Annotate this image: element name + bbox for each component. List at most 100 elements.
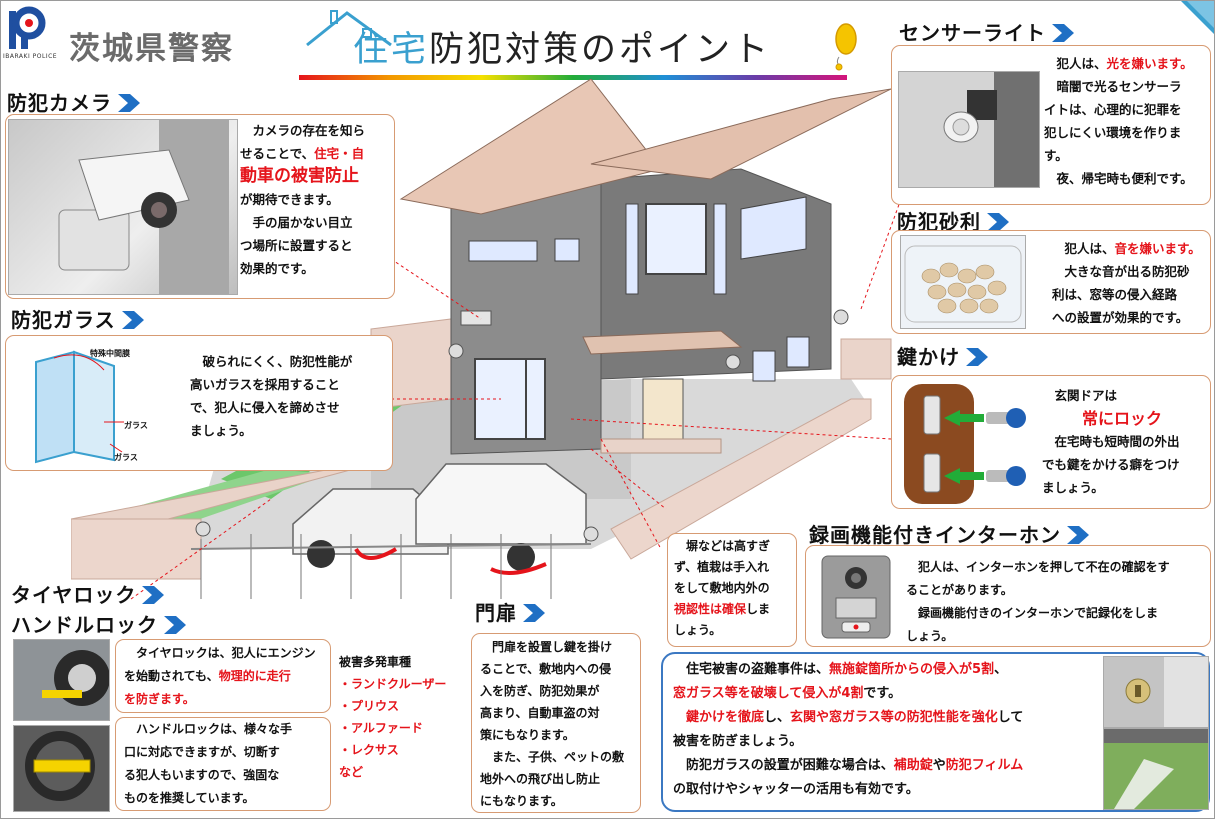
- chevron-right-icon: [1052, 24, 1074, 42]
- camera-line: 効果的です。: [240, 261, 314, 276]
- tire-lock-highlight: を防ぎます。: [124, 692, 195, 706]
- victim-car-item: ・プリウス: [339, 699, 400, 713]
- tire-lock-heading-text: タイヤロック: [11, 583, 137, 607]
- glass-line: 破られにくく、防犯性能が: [202, 354, 353, 369]
- camera-line: せることで、: [240, 146, 315, 161]
- lock-text: 玄関ドアは 常にロック 在宅時も短時間の外出 でも鍵をかける癖をつけ ましょう。: [1042, 384, 1208, 499]
- gate-text: 門扉を設置し鍵を掛け ることで、敷地内への侵 入を防ぎ、防犯効果が 高まり、自動…: [480, 636, 640, 812]
- auxiliary-lock-photo: [1103, 656, 1209, 728]
- house-outline-icon: [303, 7, 393, 67]
- summary-text: 住宅被害の盗難事件は、無施錠箇所からの侵入が5割、 窓ガラス等を破壊して侵入が4…: [673, 658, 1103, 802]
- sensor-heading: センサーライト: [899, 17, 1074, 46]
- lock-line: 玄関ドアは: [1054, 388, 1118, 403]
- balloon-icon: [829, 21, 859, 73]
- handle-lock-card: ハンドルロックは、様々な手 口に対応できますが、切断す る犯人もいますので、強固…: [115, 717, 331, 811]
- sensor-line: 犯しにくい環境を作りま: [1044, 125, 1182, 140]
- summary-line: や: [932, 758, 946, 773]
- gate-line: 入を防ぎ、防犯効果が: [480, 684, 600, 698]
- fence-text: 塀などは高すぎ ず、植栽は手入れ をして敷地内外の 視認性は確保しま しょう。: [674, 536, 796, 641]
- tire-lock-card: タイヤロックは、犯人にエンジン を始動されても、物理的に走行 を防ぎます。: [115, 639, 331, 713]
- gate-heading-text: 門扉: [475, 601, 517, 625]
- tire-lock-heading: タイヤロック: [11, 579, 165, 608]
- tire-lock-line: を始動されても、: [124, 669, 219, 683]
- title-rainbow-underline: [299, 75, 847, 80]
- camera-line: カメラの存在を知ら: [252, 123, 366, 138]
- tire-lock-text: タイヤロックは、犯人にエンジン を始動されても、物理的に走行 を防ぎます。: [124, 642, 330, 711]
- lock-line: 在宅時も短時間の外出: [1054, 434, 1180, 449]
- tire-lock-photo: [13, 639, 110, 721]
- summary-highlight: 補助錠: [893, 758, 933, 773]
- glass-diagram: [14, 342, 174, 466]
- gate-card: 門扉を設置し鍵を掛け ることで、敷地内への侵 入を防ぎ、防犯効果が 高まり、自動…: [471, 633, 641, 813]
- sensor-line: 犯人は、: [1056, 56, 1107, 71]
- camera-highlight: 動車の被害防止: [240, 166, 359, 186]
- handle-lock-heading: ハンドルロック: [11, 609, 186, 638]
- camera-heading: 防犯カメラ: [7, 87, 140, 116]
- camera-line: が期待できます。: [240, 192, 339, 207]
- glass-line: ましょう。: [190, 423, 252, 438]
- camera-line: 手の届かない目立: [252, 215, 353, 230]
- summary-card: 住宅被害の盗難事件は、無施錠箇所からの侵入が5割、 窓ガラス等を破壊して侵入が4…: [661, 652, 1210, 812]
- door-lock-illustration: [904, 384, 1032, 504]
- sensor-line: す。: [1044, 148, 1068, 163]
- sensor-highlight: 光を嫌います。: [1106, 56, 1193, 71]
- glass-line: で、犯人に侵入を諦めさせ: [190, 400, 340, 415]
- gravel-highlight: 音を嫌います。: [1114, 241, 1201, 256]
- lock-heading-text: 鍵かけ: [897, 345, 960, 369]
- fence-line: 塀などは高すぎ: [686, 539, 771, 553]
- lock-card: 玄関ドアは 常にロック 在宅時も短時間の外出 でも鍵をかける癖をつけ ましょう。: [891, 375, 1211, 509]
- sensor-line: 夜、帰宅時も便利です。: [1056, 171, 1193, 186]
- fence-line: ず、植栽は手入れ: [674, 560, 770, 574]
- gravel-text: 犯人は、音を嫌います。 大きな音が出る防犯砂 利は、窓等の侵入経路 への設置が効…: [1052, 237, 1208, 329]
- gravel-line: 犯人は、: [1064, 241, 1115, 256]
- intercom-line: しょう。: [906, 629, 954, 643]
- intercom-card: 犯人は、インターホンを押して不在の確認をす ることがあります。 録画機能付きのイ…: [805, 545, 1211, 647]
- victim-car-item: など: [339, 765, 364, 779]
- chevron-right-icon: [523, 604, 545, 622]
- summary-line: の取付けやシャッターの活用も有効です。: [673, 782, 919, 797]
- gate-line: ることで、敷地内への侵: [480, 662, 612, 676]
- intercom-heading-text: 録画機能付きインターホン: [809, 523, 1061, 547]
- chevron-right-icon: [118, 94, 140, 112]
- handle-lock-line: る犯人もいますので、強固な: [124, 768, 280, 782]
- handle-lock-line: 口に対応できますが、切断す: [124, 745, 280, 759]
- summary-line: し、: [764, 710, 791, 725]
- glass-film-label: 特殊中間膜: [90, 349, 130, 358]
- fence-line: しま: [746, 602, 771, 616]
- gate-line: にもなります。: [480, 794, 563, 808]
- handle-lock-line: ものを推奨しています。: [124, 791, 255, 805]
- title-highlight: 住宅: [353, 30, 430, 70]
- gravel-card: 犯人は、音を嫌います。 大きな音が出る防犯砂 利は、窓等の侵入経路 への設置が効…: [891, 230, 1211, 334]
- intercom-line: 犯人は、インターホンを押して不在の確認をす: [918, 560, 1170, 574]
- intercom-device-icon: [820, 554, 892, 640]
- chevron-right-icon: [966, 348, 988, 366]
- handle-lock-heading-text: ハンドルロック: [11, 613, 158, 637]
- page-title: 住宅防犯対策のポイント: [353, 21, 771, 72]
- chevron-right-icon: [987, 213, 1009, 231]
- summary-line: です。: [863, 686, 902, 701]
- summary-line: 被害を防ぎましょう。: [673, 734, 803, 749]
- org-name: 茨城県警察: [69, 31, 234, 67]
- fence-card: 塀などは高すぎ ず、植栽は手入れ をして敷地内外の 視認性は確保しま しょう。: [667, 533, 797, 647]
- handle-lock-line: ハンドルロックは、様々な手: [136, 722, 293, 736]
- summary-highlight: 防犯フィルム: [945, 758, 1024, 773]
- tire-lock-line: タイヤロックは、犯人にエンジン: [136, 646, 316, 660]
- intercom-text: 犯人は、インターホンを押して不在の確認をす ることがあります。 録画機能付きのイ…: [906, 556, 1206, 648]
- gravel-photo: [900, 235, 1026, 329]
- victim-car-title: 被害多発車種: [339, 655, 412, 669]
- chevron-right-icon: [1067, 526, 1089, 544]
- gravel-line: 利は、窓等の侵入経路: [1052, 287, 1178, 302]
- camera-photo: [8, 119, 238, 295]
- gate-line: 門扉を設置し鍵を掛け: [492, 640, 613, 654]
- summary-highlight: 鍵かけを徹底: [686, 710, 765, 725]
- camera-heading-text: 防犯カメラ: [7, 91, 112, 115]
- fence-line: しょう。: [674, 623, 722, 637]
- sensor-text: 犯人は、光を嫌います。 暗闇で光るセンサーラ イトは、心理的に犯罪を 犯しにくい…: [1044, 52, 1208, 190]
- intercom-line: 録画機能付きのインターホンで記録化をしま: [918, 606, 1159, 620]
- sensor-card: 犯人は、光を嫌います。 暗闇で光るセンサーラ イトは、心理的に犯罪を 犯しにくい…: [891, 45, 1211, 205]
- summary-line: 防犯ガラスの設置が困難な場合は、: [686, 758, 894, 773]
- camera-highlight: 住宅・自: [314, 146, 365, 161]
- summary-highlight: 玄関や窓ガラス等の防犯性能を強化: [790, 710, 998, 725]
- chevron-right-icon: [121, 311, 144, 329]
- gate-line: 策にもなります。: [480, 728, 575, 742]
